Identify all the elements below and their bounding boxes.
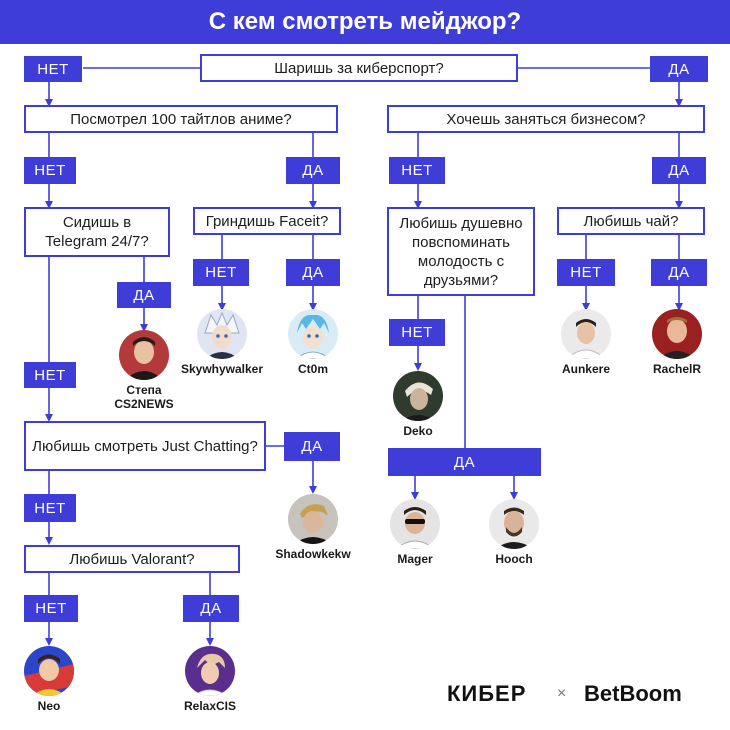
avatar xyxy=(393,371,443,421)
person-name: Shadowkekw xyxy=(275,547,351,561)
kiber-logo: КИБЕР xyxy=(447,681,527,706)
person-name: Neo xyxy=(37,699,61,713)
answer-no: НЕТ xyxy=(24,595,78,622)
question-business: Хочешь заняться бизнесом? xyxy=(387,105,705,133)
question-esports: Шаришь за киберспорт? xyxy=(200,54,518,82)
person-name: RachelR xyxy=(652,362,702,376)
question-text: Гриндишь Faceit? xyxy=(205,212,329,230)
avatar xyxy=(489,499,539,549)
question-telegram: Сидишь в Telegram 24/7? xyxy=(24,207,170,257)
question-text: Посмотрел 100 тайтлов аниме? xyxy=(70,110,292,128)
result-aunkere: Aunkere xyxy=(546,309,626,376)
answer-yes-bar: ДА xyxy=(388,448,541,476)
avatar xyxy=(288,494,338,544)
answer-yes: ДА xyxy=(183,595,239,622)
avatar xyxy=(24,646,74,696)
result-neo: Neo xyxy=(9,646,89,713)
betboom-logo: BetBoom xyxy=(584,681,682,706)
answer-no: НЕТ xyxy=(389,157,445,184)
answer-yes: ДА xyxy=(652,157,706,184)
result-shadowkekw: Shadowkekw xyxy=(268,494,358,561)
avatar xyxy=(390,499,440,549)
answer-yes: ДА xyxy=(650,56,708,82)
person-name: RelaxCIS xyxy=(183,699,237,713)
result-deko: Deko xyxy=(378,371,458,438)
answer-yes: ДА xyxy=(284,432,340,461)
question-tea: Любишь чай? xyxy=(557,207,705,235)
person-name: Skywhywalker xyxy=(180,362,264,376)
question-valorant: Любишь Valorant? xyxy=(24,545,240,573)
person-name: Hooch xyxy=(495,552,533,566)
answer-no: НЕТ xyxy=(24,56,82,82)
question-text: Шаришь за киберспорт? xyxy=(274,59,444,77)
person-name: Степа CS2NEWS xyxy=(114,383,174,411)
person-name: Deko xyxy=(403,424,433,438)
page-title: С кем смотреть мейджор? xyxy=(0,0,730,44)
answer-no: НЕТ xyxy=(557,259,615,286)
answer-yes: ДА xyxy=(286,157,340,184)
result-rachelr: RachelR xyxy=(637,309,717,376)
answer-yes: ДА xyxy=(286,259,340,286)
avatar xyxy=(652,309,702,359)
question-text: Любишь Valorant? xyxy=(69,550,195,568)
answer-no: НЕТ xyxy=(24,157,76,184)
question-text: Любишь чай? xyxy=(583,212,679,230)
avatar xyxy=(561,309,611,359)
avatar xyxy=(288,309,338,359)
question-nostalgia: Любишь душевно повспоминать молодость с … xyxy=(387,207,535,296)
answer-no: НЕТ xyxy=(24,494,76,522)
person-name: Ct0m xyxy=(297,362,328,376)
question-text: Любишь смотреть Just Chatting? xyxy=(32,437,258,455)
result-stepa: Степа CS2NEWS xyxy=(104,330,184,411)
answer-yes: ДА xyxy=(117,282,171,308)
person-name: Mager xyxy=(397,552,433,566)
answer-no: НЕТ xyxy=(193,259,249,286)
result-hooch: Hooch xyxy=(474,499,554,566)
avatar xyxy=(119,330,169,380)
person-name: Aunkere xyxy=(561,362,611,376)
avatar xyxy=(197,309,247,359)
question-just-chatting: Любишь смотреть Just Chatting? xyxy=(24,421,266,471)
answer-no: НЕТ xyxy=(24,362,76,388)
question-text: Сидишь в Telegram 24/7? xyxy=(45,214,149,250)
result-mager: Mager xyxy=(375,499,455,566)
question-faceit: Гриндишь Faceit? xyxy=(193,207,341,235)
question-text: Хочешь заняться бизнесом? xyxy=(446,110,646,128)
answer-no: НЕТ xyxy=(389,319,445,346)
question-anime: Посмотрел 100 тайтлов аниме? xyxy=(24,105,338,133)
question-text: Любишь душевно повспоминать молодость с … xyxy=(399,214,523,289)
answer-yes: ДА xyxy=(651,259,707,286)
avatar xyxy=(185,646,235,696)
result-relaxcis: RelaxCIS xyxy=(170,646,250,713)
result-ct0m: Ct0m xyxy=(273,309,353,376)
result-skywhywalker: Skywhywalker xyxy=(177,309,267,376)
separator: × xyxy=(557,685,567,702)
